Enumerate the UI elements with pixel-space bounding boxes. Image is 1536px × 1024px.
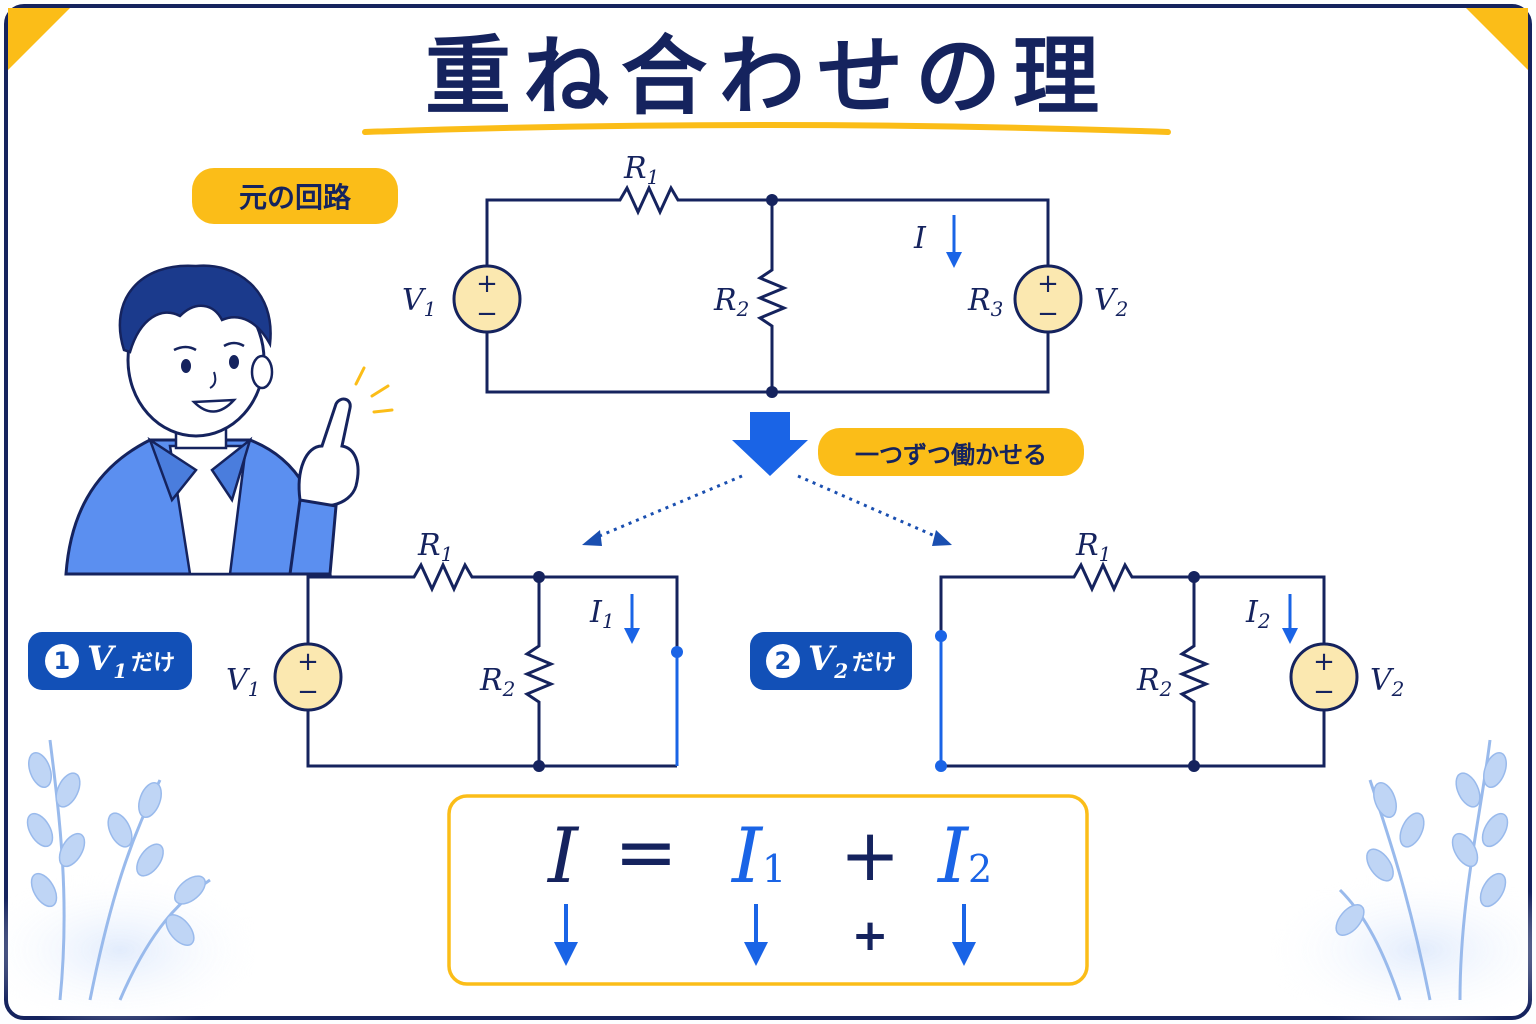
current-arrow-i — [946, 215, 962, 268]
label-r1: R1 — [417, 528, 453, 566]
case-suffix: だけ — [131, 651, 176, 676]
foliage-right-decoration — [1260, 739, 1536, 1024]
source-minus-sign: − — [476, 299, 498, 329]
equation-plus: + — [840, 813, 900, 897]
corner-accent-right — [1466, 8, 1528, 70]
voltage-source-v1 — [452, 264, 522, 334]
label-current-i: I — [913, 221, 927, 256]
label-current-i2: I2 — [1245, 595, 1271, 633]
voltage-source-v1 — [273, 642, 343, 712]
case-2-badge: 2 V2 だけ — [750, 632, 912, 690]
branch-arrowhead-left — [582, 530, 602, 546]
junction-node — [533, 760, 545, 772]
equation-term-2: I2 — [936, 811, 992, 900]
label-r1: R1 — [623, 151, 659, 189]
one-at-a-time-label: 一つずつ働かせる — [818, 428, 1084, 476]
branch-arrow-left — [589, 474, 743, 542]
label-v1: V1 — [402, 283, 436, 321]
current-arrow-i2 — [1282, 594, 1298, 644]
label-r3: R3 — [967, 283, 1003, 321]
circuit-v1-only — [306, 561, 679, 768]
source-plus-sign: + — [476, 269, 498, 299]
label-r2: R2 — [479, 663, 515, 701]
equation-box — [447, 794, 1089, 986]
equation-arrow-i — [554, 904, 578, 966]
voltage-source-v2 — [1013, 264, 1083, 334]
teacher-character-illustration — [64, 264, 394, 576]
label-r2: R2 — [1136, 663, 1172, 701]
case-variable: V1 — [86, 639, 128, 683]
equation-term-1: I1 — [730, 811, 786, 900]
title-underline — [362, 122, 1171, 135]
corner-accent-left — [8, 8, 70, 70]
source-plus-sign: + — [1313, 647, 1335, 677]
label-current-i1: I1 — [589, 595, 615, 633]
label-r2: R2 — [713, 283, 749, 321]
junction-node — [533, 571, 545, 583]
original-circuit-label: 元の回路 — [192, 168, 398, 224]
junction-node — [766, 194, 778, 206]
source-plus-sign: + — [297, 647, 319, 677]
short-node — [671, 646, 683, 658]
label-v2: V2 — [1094, 283, 1128, 321]
branch-arrowhead-right — [932, 530, 952, 546]
resistor-r2-zigzag — [756, 264, 788, 332]
case-number: 2 — [765, 644, 800, 678]
source-plus-sign: + — [1037, 269, 1059, 299]
case-1-badge: 1 V1 だけ — [28, 632, 192, 690]
label-r1: R1 — [1075, 528, 1111, 566]
equation-lhs: I — [546, 811, 580, 900]
source-minus-sign: − — [297, 677, 319, 707]
current-arrow-i1 — [624, 594, 640, 644]
junction-node — [1188, 571, 1200, 583]
case-suffix: だけ — [852, 651, 897, 676]
equation-bottom-plus: + — [852, 910, 889, 961]
equation-arrow-i1 — [744, 904, 768, 966]
equation-arrow-i2 — [952, 904, 976, 966]
page-title: 重ね合わせの理 — [425, 27, 1111, 127]
junction-node — [766, 386, 778, 398]
foliage-left-decoration — [0, 739, 270, 1024]
equation-equals: = — [614, 807, 678, 896]
source-minus-sign: − — [1037, 299, 1059, 329]
source-minus-sign: − — [1313, 677, 1335, 707]
resistor-r1-zigzag — [612, 184, 686, 216]
big-down-arrow — [732, 412, 808, 476]
case-number: 1 — [44, 644, 79, 678]
original-circuit — [485, 184, 1050, 394]
label-v2: V2 — [1370, 663, 1404, 701]
short-node — [935, 760, 947, 772]
circuit-v2-only — [939, 561, 1326, 768]
label-v1: V1 — [226, 663, 260, 701]
branch-arrow-right — [797, 474, 945, 542]
voltage-source-v2 — [1289, 642, 1359, 712]
short-node — [935, 630, 947, 642]
case-variable: V2 — [807, 639, 849, 683]
junction-node — [1188, 760, 1200, 772]
